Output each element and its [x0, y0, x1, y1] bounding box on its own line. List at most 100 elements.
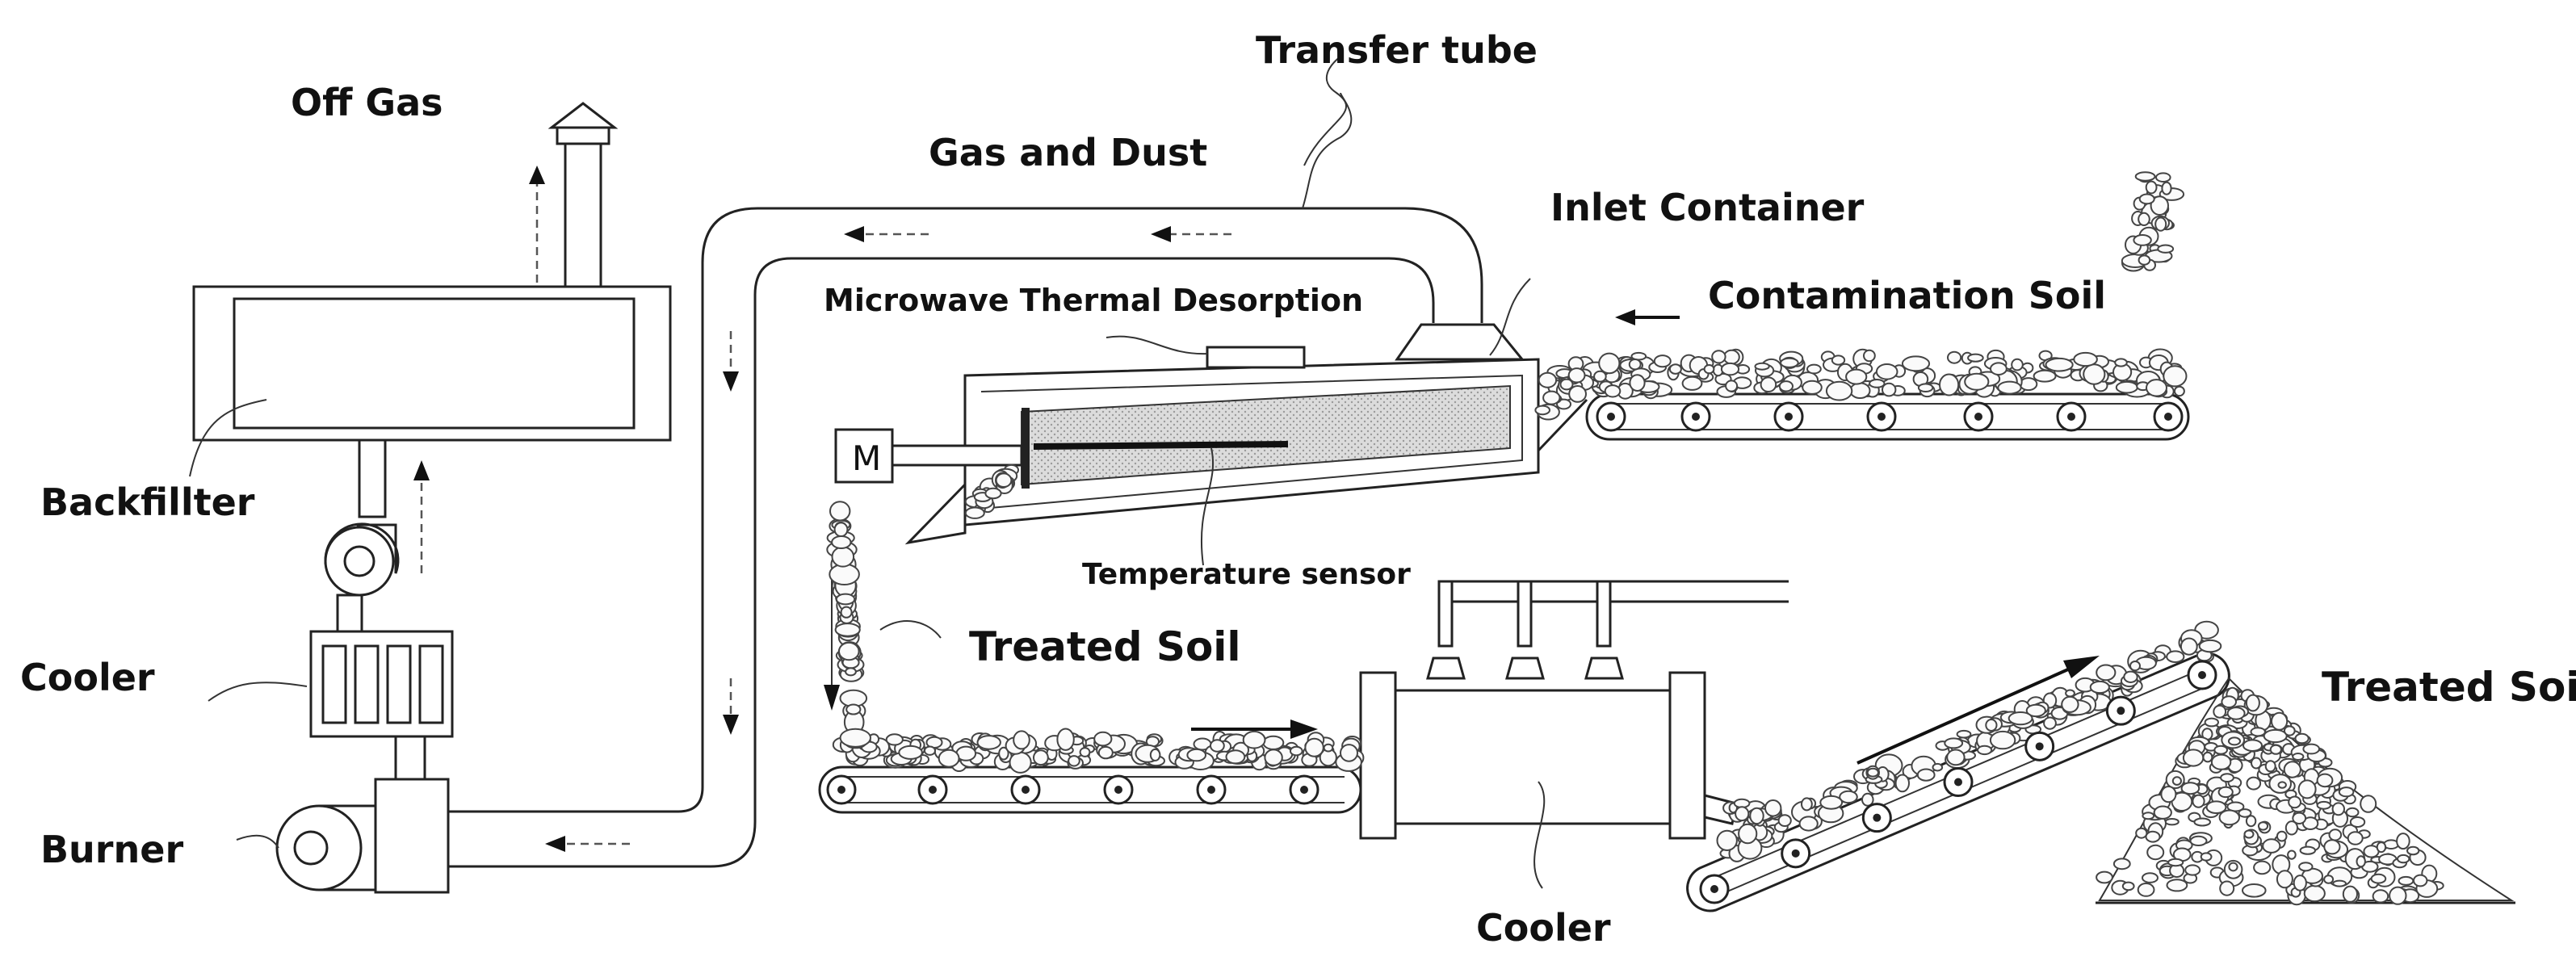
soil-particle [2142, 872, 2159, 883]
off-gas-up-arrow [529, 166, 545, 283]
label-contamination-soil: Contamination Soil [1708, 274, 2106, 317]
soil-particle [1186, 748, 1206, 762]
soil-particle [2242, 739, 2263, 753]
microwave-desorption-kiln [963, 335, 1540, 526]
inclined-conveyor-arrow [1856, 656, 2100, 765]
soil-particle [2153, 805, 2172, 820]
soil-particle [2292, 753, 2305, 761]
cooler-burner-duct [394, 735, 426, 782]
conveyor-roller-axle [1607, 413, 1615, 421]
soil-particle [1703, 364, 1715, 375]
burner-unit [236, 778, 450, 894]
soil-particle [2198, 639, 2222, 653]
soil-particle [1681, 375, 1703, 391]
soil-particle [1628, 359, 1642, 371]
soil-particle [1990, 362, 2008, 376]
soil-particle [2406, 845, 2420, 856]
off-gas-stack [548, 102, 619, 288]
soil-particle [1716, 829, 1738, 852]
soil-particle [2316, 773, 2334, 788]
conveyor-roller-axle [1791, 849, 1800, 858]
soil-particle [1149, 748, 1161, 761]
soil-particle [2180, 782, 2201, 795]
soil-particle [2397, 854, 2410, 864]
soil-particle [2193, 817, 2211, 827]
soil-particle [1997, 380, 2022, 395]
soil-particle [2089, 680, 2110, 694]
soil-particle [2299, 845, 2317, 855]
soil-particle [845, 667, 857, 677]
soil-particle [1839, 790, 1858, 804]
soil-particle [1304, 737, 1324, 757]
soil-particle [1262, 735, 1285, 750]
soil-particle [2238, 808, 2252, 818]
soil-particle [1720, 362, 1740, 376]
soil-particle [1806, 363, 1822, 375]
soil-particle [831, 546, 855, 568]
conveyor-rollers [826, 401, 2217, 904]
soil-particle [2142, 812, 2155, 820]
soil-particle [2204, 717, 2220, 728]
soil-particle [1947, 350, 1962, 364]
soil-particle [2328, 828, 2343, 841]
soil-particle [2121, 881, 2135, 891]
soil-particle [1939, 373, 1960, 396]
tube-flow-arrow-down-upper [723, 331, 739, 392]
tube-flow-arrow-top-left [844, 226, 929, 242]
soil-particle [2138, 254, 2151, 266]
soil-particle [1593, 370, 1607, 383]
soil-particle [1801, 797, 1813, 812]
soil-particle [1802, 380, 1823, 395]
soil-particle [1845, 368, 1868, 385]
conveyor-roller-axle [1692, 413, 1700, 421]
soil-particle [2347, 831, 2364, 845]
soil-particle [1866, 767, 1880, 778]
soil-particle [840, 606, 853, 619]
soil-particle [2303, 884, 2326, 903]
soil-particle [2389, 886, 2407, 905]
soil-particle [839, 728, 872, 748]
soil-particle [2302, 743, 2320, 755]
feed-conveyor [1537, 392, 2190, 452]
soil-particle [1735, 806, 1750, 822]
conveyor-roller-axle [1114, 786, 1122, 794]
soil-particles [826, 171, 2444, 906]
tube-flow-arrow-bottom [545, 836, 630, 852]
soil-particle [1340, 744, 1358, 762]
soil-particle [2323, 839, 2341, 855]
temperature-sensor-leader [1200, 447, 1215, 566]
soil-particle [1210, 739, 1225, 753]
soil-particle [2292, 812, 2307, 824]
bottom-cooler-unit [1359, 580, 1789, 889]
soil-particle [2370, 873, 2387, 884]
transfer-tube [448, 56, 1483, 868]
soil-particle [834, 623, 861, 637]
soil-particle [1764, 799, 1782, 817]
soil-particle [1977, 745, 1993, 756]
soil-particle [984, 487, 1002, 500]
soil-particle [2160, 786, 2177, 803]
soil-particle [1722, 349, 1740, 365]
soil-particle [2019, 377, 2038, 392]
soil-particle [1869, 379, 1886, 388]
label-inlet-container: Inlet Container [1550, 186, 1865, 229]
label-cooler-left: Cooler [20, 656, 155, 699]
soil-particle [2114, 358, 2128, 367]
soil-particle [2073, 351, 2098, 367]
conveyor-roller-axle [1022, 786, 1030, 794]
feed-arrow [1615, 309, 1680, 325]
label-backfillter: Backfillter [40, 480, 255, 524]
soil-particle [2163, 365, 2188, 388]
soil-particle [2243, 829, 2255, 839]
conveyor-roller-axle [1785, 413, 1793, 421]
soil-particle [1711, 350, 1726, 364]
soil-particle [2263, 728, 2288, 744]
soil-particle [2167, 858, 2184, 867]
inlet-container [1395, 278, 1531, 361]
soil-particle [938, 749, 960, 768]
soil-particle [898, 745, 923, 760]
soil-particle [2025, 703, 2046, 718]
soil-particle [1290, 745, 1303, 757]
soil-particle [2164, 818, 2180, 826]
soil-particle [2245, 815, 2257, 828]
